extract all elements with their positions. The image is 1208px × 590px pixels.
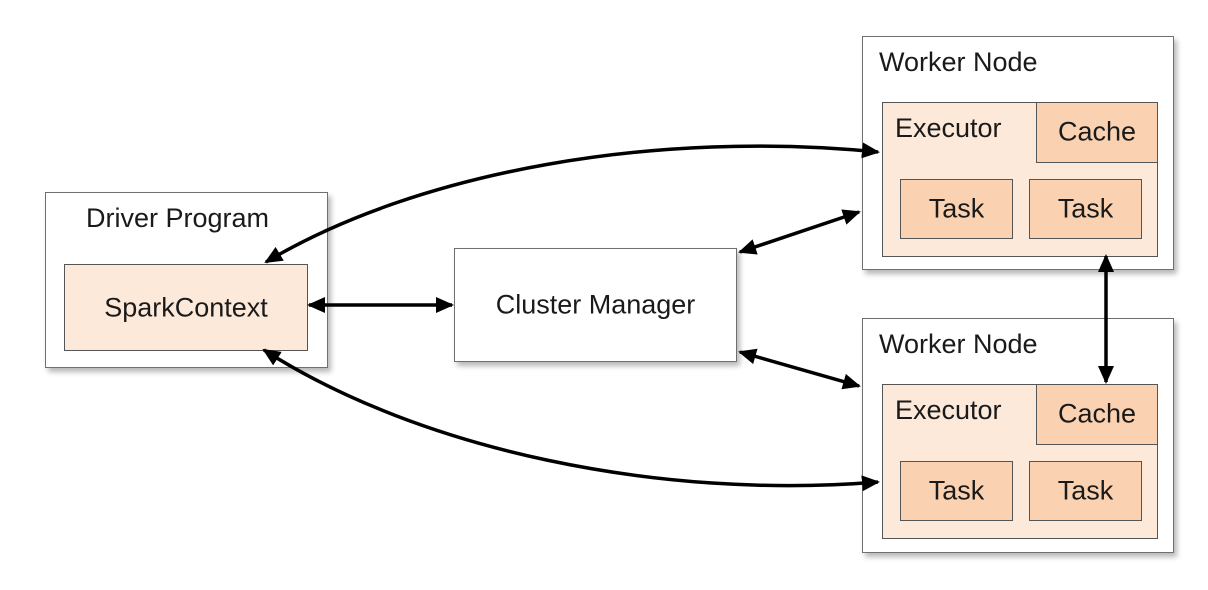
sparkcontext-box: SparkContext xyxy=(64,264,308,351)
task-label: Task xyxy=(1057,475,1114,506)
task-label: Task xyxy=(928,475,985,506)
task-label: Task xyxy=(928,193,985,224)
task-box: Task xyxy=(900,461,1013,521)
arrow-driver-worker2 xyxy=(262,348,880,492)
task-box: Task xyxy=(1029,179,1142,239)
driver-program-title: Driver Program xyxy=(86,203,270,233)
driver-program-box: Driver Program SparkContext xyxy=(45,192,328,368)
worker-node-2: Worker Node Executor Cache Task Task xyxy=(862,318,1174,553)
arrow-cluster-worker1 xyxy=(738,209,861,255)
cluster-manager-box: Cluster Manager xyxy=(454,248,737,362)
worker-node-1: Worker Node Executor Cache Task Task xyxy=(862,36,1174,270)
arrow-cluster-worker2 xyxy=(738,348,861,390)
cache-box: Cache xyxy=(1036,101,1158,163)
executor-box: Executor Cache Task Task xyxy=(882,101,1158,257)
cache-label: Cache xyxy=(1057,116,1137,147)
task-box: Task xyxy=(1029,461,1142,521)
worker-node-title: Worker Node xyxy=(879,47,1038,77)
sparkcontext-label: SparkContext xyxy=(104,292,268,322)
cluster-manager-label: Cluster Manager xyxy=(495,289,696,320)
task-box: Task xyxy=(900,179,1013,239)
executor-box: Executor Cache Task Task xyxy=(882,383,1158,539)
executor-label: Executor xyxy=(895,113,1002,143)
cache-box: Cache xyxy=(1036,383,1158,445)
arrow-driver-worker1 xyxy=(264,142,880,264)
executor-label: Executor xyxy=(895,395,1002,425)
task-label: Task xyxy=(1057,193,1114,224)
worker-node-title: Worker Node xyxy=(879,329,1038,359)
cache-label: Cache xyxy=(1057,398,1137,429)
